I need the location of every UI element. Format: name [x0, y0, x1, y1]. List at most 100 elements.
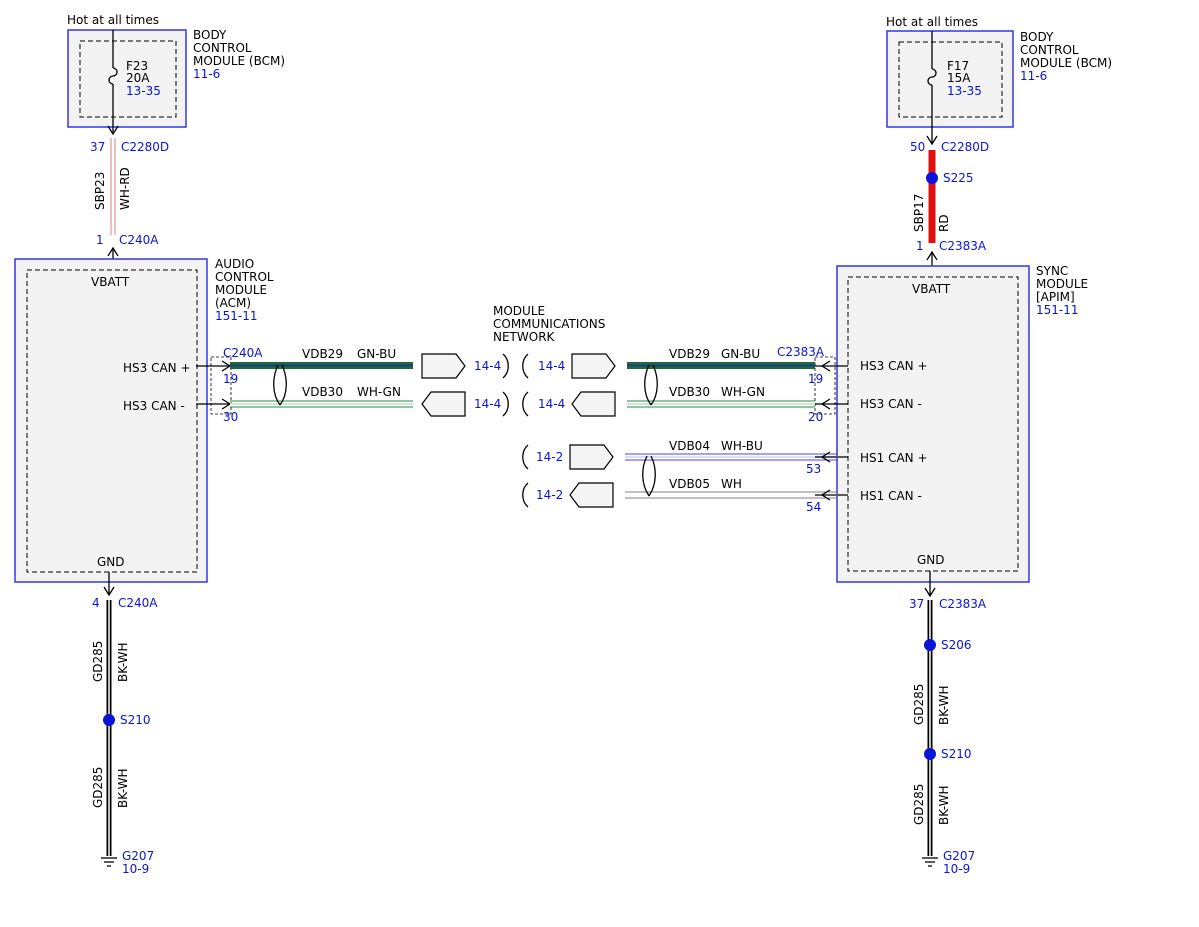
acm-hs3-plus: HS3 CAN +	[123, 361, 191, 375]
net-label-1: MODULE	[493, 304, 545, 318]
sync-module: VBATT HS3 CAN + HS3 CAN - HS1 CAN + HS1 …	[836, 264, 1088, 583]
sync-can3-connector	[569, 444, 614, 470]
sync-splice-s206	[924, 639, 936, 651]
left-bcm-inner	[79, 40, 177, 118]
acm-ground: 4 C240A GD285 BK-WH S210 GD285 BK-WH G20…	[91, 572, 158, 876]
sync-label-2: MODULE	[1036, 277, 1088, 291]
acm-gnd: GND	[97, 555, 125, 569]
sync-inner	[847, 276, 1019, 572]
sync-hs3-minus: HS3 CAN -	[860, 397, 922, 411]
sync-wh: WH	[721, 477, 742, 491]
right-fuse-name: F17	[947, 59, 969, 73]
left-bcm-ref: 11-6	[193, 67, 220, 81]
sync-ground-icon	[922, 857, 938, 867]
acm-page-14-4-a: 14-4	[474, 359, 501, 373]
acm-conn-c240a-can: C240A	[223, 346, 263, 360]
sync-g207: G207	[943, 849, 975, 863]
left-fuse-icon	[108, 67, 118, 85]
acm-can-wires: C240A 19 VDB29 GN-BU 14-4 30 VDB30 WH-GN…	[196, 346, 501, 424]
right-conn-c2280d: C2280D	[941, 140, 989, 154]
sync-vdb29: VDB29	[669, 347, 710, 361]
sync-page-14-2-a: 14-2	[536, 450, 563, 464]
sync-gnd: GND	[917, 553, 945, 567]
left-pin-1: 1	[96, 233, 104, 247]
right-fuse-ref: 13-35	[947, 84, 982, 98]
right-rd-label: RD	[937, 214, 951, 232]
acm-ground-icon	[101, 857, 117, 867]
sync-pin-53: 53	[806, 462, 821, 476]
right-fuse-icon	[927, 68, 937, 86]
left-conn-c240a-top: C240A	[119, 233, 159, 247]
sync-bkwh-a: BK-WH	[937, 685, 951, 725]
right-bcm-inner	[898, 41, 1003, 118]
sync-s210-label: S210	[941, 747, 972, 761]
sync-pin-54: 54	[806, 500, 821, 514]
sync-label-1: SYNC	[1036, 264, 1068, 278]
sync-hs1-minus: HS1 CAN -	[860, 489, 922, 503]
left-fuse-name: F23	[126, 59, 148, 73]
left-sbp23-label: SBP23	[93, 172, 107, 210]
acm-pin-19: 19	[223, 372, 238, 386]
left-bcm-block: Hot at all times F23 20A 13-35 BODY CONT…	[67, 13, 285, 136]
network-block: MODULE COMMUNICATIONS NETWORK	[493, 304, 605, 508]
right-power-wire: 50 C2280D S225 SBP17 RD 1 C2383A	[910, 140, 989, 277]
acm-g207: G207	[122, 849, 154, 863]
right-pin-50: 50	[910, 140, 925, 154]
sync-page-14-2-b: 14-2	[536, 488, 563, 502]
sync-hs3-plus: HS3 CAN +	[860, 359, 928, 373]
acm-bkwh-a: BK-WH	[116, 642, 130, 682]
sync-gnbu: GN-BU	[721, 347, 760, 361]
right-fuse-amp: 15A	[947, 71, 971, 85]
acm-can1-connector	[421, 353, 466, 379]
right-bcm-block: Hot at all times F17 15A 13-35 BODY CONT…	[886, 15, 1112, 146]
right-pin-1: 1	[916, 239, 924, 253]
sync-can4-connector	[569, 482, 614, 508]
sync-pin-19: 19	[808, 372, 823, 386]
acm-can2-connector	[421, 391, 466, 417]
right-bcm-ref: 11-6	[1020, 69, 1047, 83]
acm-pin-4: 4	[92, 596, 100, 610]
left-hot-label: Hot at all times	[67, 13, 159, 27]
sync-gd285-b: GD285	[912, 784, 926, 825]
left-bcm-label-3: MODULE (BCM)	[193, 54, 285, 68]
acm-label-1: AUDIO	[215, 257, 254, 271]
acm-hs3-minus: HS3 CAN -	[123, 399, 185, 413]
sync-whbu: WH-BU	[721, 439, 763, 453]
right-conn-c2383a-top: C2383A	[939, 239, 987, 253]
acm-gd285-b: GD285	[91, 767, 105, 808]
right-hot-label: Hot at all times	[886, 15, 978, 29]
acm-g207-ref: 10-9	[122, 862, 149, 876]
right-s225-label: S225	[943, 171, 974, 185]
acm-vbatt: VBATT	[91, 275, 130, 289]
sync-whgn: WH-GN	[721, 385, 765, 399]
left-fuse-amp: 20A	[126, 71, 150, 85]
sync-splice-s210	[924, 748, 936, 760]
sync-conn-c2383a-gnd: C2383A	[939, 597, 987, 611]
net-label-3: NETWORK	[493, 330, 556, 344]
acm-pin-30: 30	[223, 410, 238, 424]
right-bcm-label-3: MODULE (BCM)	[1020, 56, 1112, 70]
left-pin-37: 37	[90, 140, 105, 154]
sync-vdb30: VDB30	[669, 385, 710, 399]
acm-ref: 151-11	[215, 309, 258, 323]
sync-can2-connector	[571, 391, 616, 417]
sync-ref: 151-11	[1036, 303, 1079, 317]
acm-gd285-a: GD285	[91, 641, 105, 682]
acm-vdb29: VDB29	[302, 347, 343, 361]
sync-vbatt: VBATT	[912, 282, 951, 296]
sync-pin-20: 20	[808, 410, 823, 424]
sync-g207-ref: 10-9	[943, 862, 970, 876]
right-bcm-label-2: CONTROL	[1020, 43, 1079, 57]
sync-vdb04: VDB04	[669, 439, 710, 453]
sync-gd285-a: GD285	[912, 684, 926, 725]
acm-conn-c240a-gnd: C240A	[118, 596, 158, 610]
left-power-wire: 37 C2280D SBP23 WH-RD 1 C240A	[90, 138, 169, 270]
acm-module: VBATT HS3 CAN + HS3 CAN - GND AUDIO CONT…	[14, 257, 274, 583]
left-bcm-label-2: CONTROL	[193, 41, 252, 55]
acm-page-14-4-b: 14-4	[474, 397, 501, 411]
sync-vdb05: VDB05	[669, 477, 710, 491]
right-bcm-label-1: BODY	[1020, 30, 1054, 44]
sync-page-14-4-b: 14-4	[538, 397, 565, 411]
sync-conn-c2383a-can: C2383A	[777, 345, 825, 359]
